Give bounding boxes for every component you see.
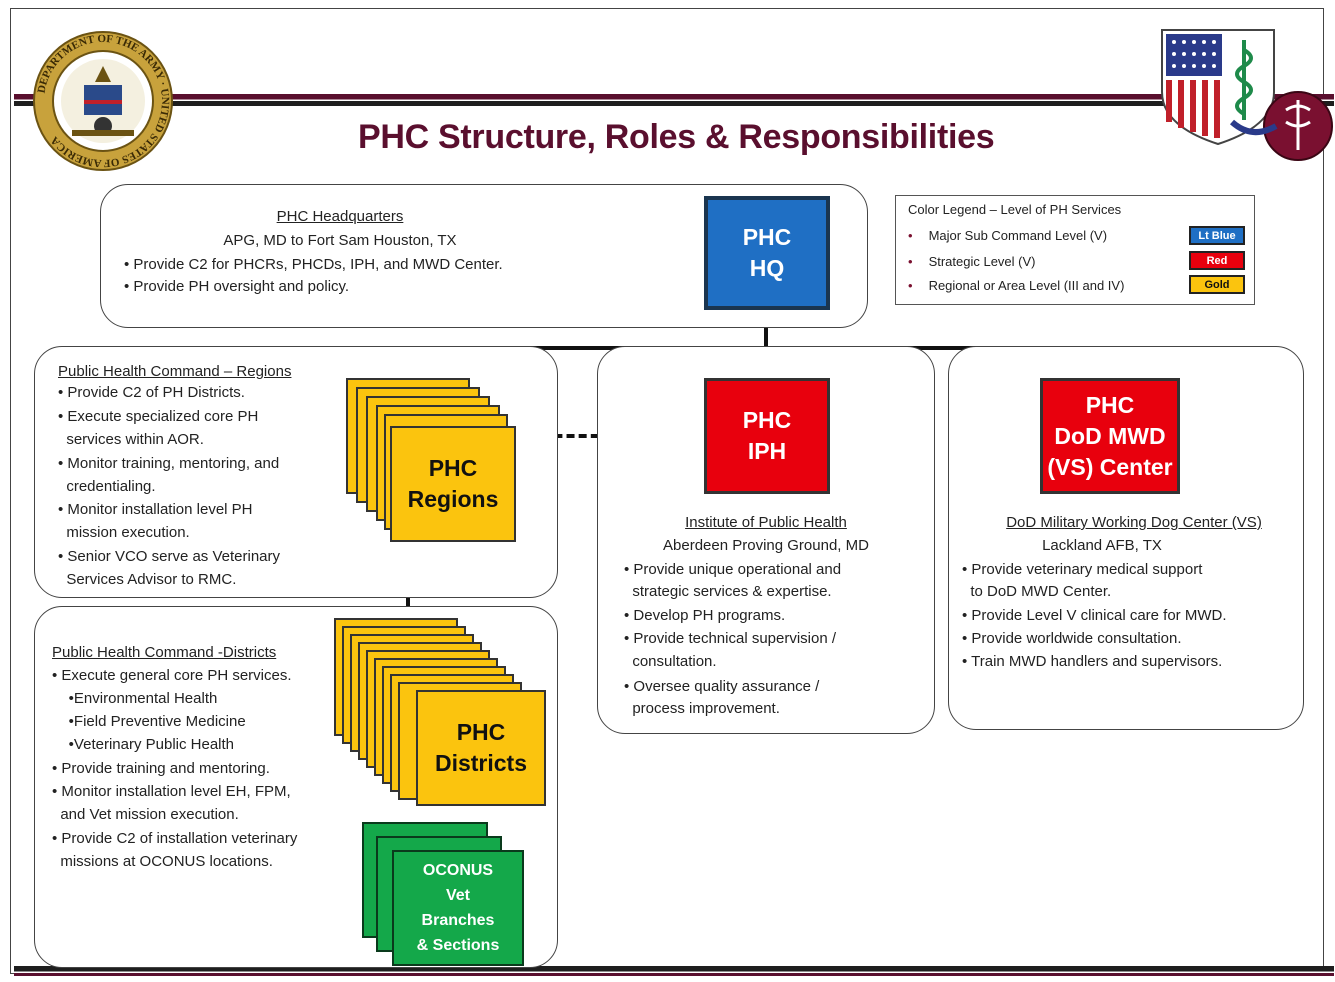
legend-swatch-blue: Lt Blue bbox=[1189, 226, 1245, 245]
footer-stripe bbox=[14, 966, 1334, 976]
connector-hq-down bbox=[764, 306, 768, 350]
mwd-line-1: • Provide veterinary medical support bbox=[962, 561, 1203, 578]
iph-line-2: strategic services & expertise. bbox=[624, 583, 832, 600]
districts-heading: Public Health Command -Districts bbox=[52, 644, 277, 661]
hq-bullet-2: • Provide PH oversight and policy. bbox=[124, 278, 350, 295]
hq-heading: PHC Headquarters bbox=[276, 208, 404, 225]
color-legend: Color Legend – Level of PH Services •Maj… bbox=[895, 195, 1255, 305]
regions-line-9: Services Advisor to RMC. bbox=[58, 571, 237, 588]
header-stripe bbox=[14, 94, 1334, 106]
mwd-line-5: • Train MWD handlers and supervisors. bbox=[962, 653, 1223, 670]
regions-box: PHC Regions bbox=[390, 426, 516, 542]
regions-heading: Public Health Command – Regions bbox=[58, 363, 292, 380]
districts-line-7: and Vet mission execution. bbox=[52, 806, 239, 823]
iph-line-7: process improvement. bbox=[624, 700, 780, 717]
legend-item-red: •Strategic Level (V) bbox=[908, 254, 1036, 269]
legend-item-blue: •Major Sub Command Level (V) bbox=[908, 228, 1108, 243]
districts-line-6: • Monitor installation level EH, FPM, bbox=[52, 783, 291, 800]
districts-line-4: •Veterinary Public Health bbox=[52, 736, 235, 753]
iph-heading: Institute of Public Health bbox=[685, 514, 847, 531]
mwd-line-2: to DoD MWD Center. bbox=[962, 583, 1112, 600]
districts-box: PHC Districts bbox=[416, 690, 546, 806]
oconus-box: OCONUS Vet Branches & Sections bbox=[392, 850, 524, 966]
iph-line-6: • Oversee quality assurance / bbox=[624, 678, 820, 695]
regions-line-4: • Monitor training, mentoring, and bbox=[58, 455, 280, 472]
iph-box: PHC IPH bbox=[704, 378, 830, 494]
regions-line-3: services within AOR. bbox=[58, 431, 204, 448]
mwd-line-4: • Provide worldwide consultation. bbox=[962, 630, 1182, 647]
legend-swatch-gold: Gold bbox=[1189, 275, 1245, 294]
districts-line-2: •Environmental Health bbox=[52, 690, 218, 707]
iph-line-3: • Develop PH programs. bbox=[624, 607, 786, 624]
iph-location: Aberdeen Proving Ground, MD bbox=[663, 537, 869, 554]
regions-line-1: • Provide C2 of PH Districts. bbox=[58, 384, 245, 401]
districts-line-3: •Field Preventive Medicine bbox=[52, 713, 246, 730]
mwd-heading: DoD Military Working Dog Center (VS) bbox=[1006, 514, 1262, 531]
army-seal-icon: DEPARTMENT OF THE ARMY · UNITED STATES O… bbox=[33, 31, 173, 171]
iph-line-5: consultation. bbox=[624, 653, 717, 670]
districts-line-1: • Execute general core PH services. bbox=[52, 667, 292, 684]
mwd-location: Lackland AFB, TX bbox=[1042, 537, 1162, 554]
legend-swatch-red: Red bbox=[1189, 251, 1245, 270]
districts-line-8: • Provide C2 of installation veterinary bbox=[52, 830, 298, 847]
mwd-box: PHC DoD MWD (VS) Center bbox=[1040, 378, 1180, 494]
legend-item-gold: •Regional or Area Level (III and IV) bbox=[908, 278, 1125, 293]
regions-line-8: • Senior VCO serve as Veterinary bbox=[58, 548, 281, 565]
regions-line-6: • Monitor installation level PH bbox=[58, 501, 253, 518]
iph-line-1: • Provide unique operational and bbox=[624, 561, 842, 578]
iph-line-4: • Provide technical supervision / bbox=[624, 630, 837, 647]
regions-line-2: • Execute specialized core PH bbox=[58, 408, 259, 425]
regions-line-5: credentialing. bbox=[58, 478, 156, 495]
hq-location: APG, MD to Fort Sam Houston, TX bbox=[223, 232, 457, 249]
districts-line-5: • Provide training and mentoring. bbox=[52, 760, 270, 777]
medical-crest-icon bbox=[1161, 29, 1333, 161]
mwd-line-3: • Provide Level V clinical care for MWD. bbox=[962, 607, 1227, 624]
hq-bullet-1: • Provide C2 for PHCRs, PHCDs, IPH, and … bbox=[124, 256, 503, 273]
districts-line-9: missions at OCONUS locations. bbox=[52, 853, 273, 870]
regions-line-7: mission execution. bbox=[58, 524, 190, 541]
hq-box: PHC HQ bbox=[704, 196, 830, 310]
page-title: PHC Structure, Roles & Responsibilities bbox=[358, 118, 995, 156]
legend-title: Color Legend – Level of PH Services bbox=[908, 202, 1122, 217]
